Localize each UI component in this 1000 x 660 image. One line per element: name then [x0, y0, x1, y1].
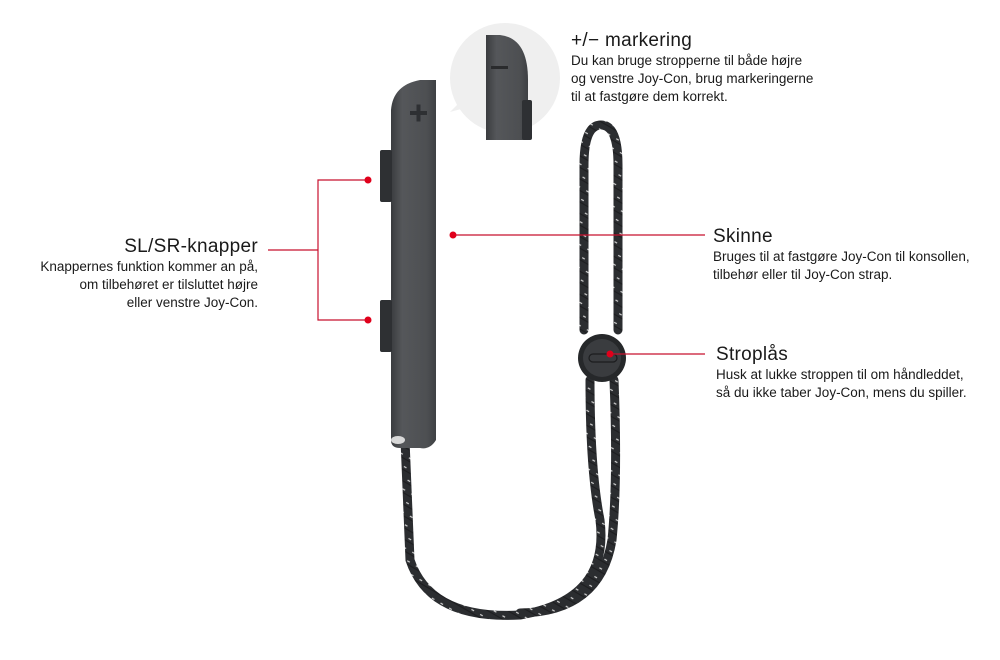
joycon-strap-body — [380, 80, 436, 449]
sr-button — [380, 150, 392, 202]
strap-lock — [578, 334, 626, 382]
plus-icon — [410, 104, 427, 122]
callout-sl-sr-buttons: SL/SR-knapper Knappernes funktion kommer… — [40, 236, 258, 312]
callout-description: Knappernes funktion kommer an på, om til… — [40, 259, 258, 310]
strap-cord — [400, 120, 623, 620]
callout-lines — [268, 176, 705, 358]
callout-description: Du kan bruge stropperne til både højre o… — [571, 53, 814, 104]
callout-plus-minus-marking: +/− markering Du kan bruge stropperne ti… — [571, 30, 813, 106]
callout-title: Skinne — [713, 226, 773, 247]
callout-title: Stroplås — [716, 344, 789, 365]
callout-title: SL/SR-knapper — [124, 236, 258, 257]
callout-rail: Skinne Bruges til at fastgøre Joy-Con ti… — [713, 226, 970, 284]
callout-title: +/− markering — [571, 30, 693, 51]
minus-icon — [491, 66, 508, 69]
sl-button — [380, 300, 392, 352]
callout-description: Husk at lukke stroppen til om håndleddet… — [716, 367, 967, 400]
marking-zoom-bubble — [450, 23, 560, 140]
callout-strap-lock: Stroplås Husk at lukke stroppen til om h… — [716, 344, 967, 402]
callout-description: Bruges til at fastgøre Joy-Con til konso… — [713, 249, 970, 282]
